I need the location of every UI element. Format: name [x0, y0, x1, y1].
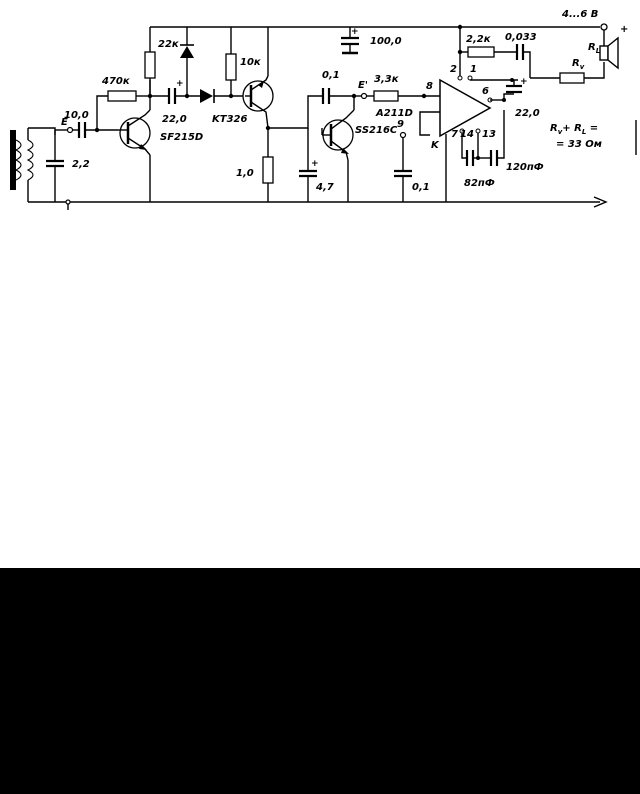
cap-fb-label: 0,033: [505, 32, 537, 43]
ic-pin9: 9: [397, 119, 404, 130]
res-10k-label: 10к: [240, 57, 261, 68]
speaker-label: RL: [588, 42, 600, 55]
cap-out-label: 22,0: [515, 108, 540, 119]
res-1-label: 1,0: [236, 168, 254, 179]
cap-120pf-label: 120пФ: [506, 162, 544, 173]
res-rv-label: Rv: [572, 58, 585, 71]
speaker-icon: [599, 36, 619, 70]
input-e-label: E: [61, 117, 68, 128]
res-22k-label: 22к: [158, 39, 179, 50]
svg-text:+: +: [176, 79, 184, 89]
cap-mid-label: 0,1: [322, 70, 340, 81]
cap-tank-label: 2,2: [72, 159, 90, 170]
transistor-sf215d: [118, 109, 151, 156]
cap-supply-label: 100,0: [370, 36, 402, 47]
ic-a211d: [439, 78, 492, 138]
cap-pin9-label: 0,1: [412, 182, 430, 193]
ic-pin8: 8: [426, 81, 433, 92]
ic-pin2: 2: [450, 64, 457, 75]
transistor-q1-label: SF215D: [160, 132, 203, 143]
svg-text:+: +: [351, 27, 359, 37]
transistor-q3-label: SS216C: [355, 125, 398, 136]
transistor-kt326: [242, 75, 274, 129]
res-3k3-label: 3,3к: [374, 74, 399, 85]
cap-in-label: 10,0: [64, 110, 89, 121]
res-fb-label: 2,2к: [466, 34, 491, 45]
svg-text:+: +: [311, 159, 319, 169]
ic-pin13: 13: [482, 129, 496, 140]
circuit-schematic: 4...6 В + 2,2 E 10,0 470к SF215D: [10, 9, 637, 210]
svg-text:+: +: [520, 77, 528, 87]
ic-pin6: 6: [482, 86, 489, 97]
ic-k-label: K: [431, 140, 440, 151]
transistor-ss216c: [322, 109, 355, 161]
supply-plus: +: [620, 24, 628, 35]
res-470k-label: 470к: [101, 76, 130, 87]
cap-couple-label: 22,0: [162, 114, 187, 125]
formula-line2: = 33 Ом: [556, 139, 602, 150]
input-e2-label: E': [358, 80, 368, 91]
ic-name-label: A211D: [375, 108, 413, 119]
transistor-q2-label: KT326: [212, 114, 247, 125]
black-background-band: [0, 568, 640, 794]
ic-pin7: 7: [451, 129, 458, 140]
formula-line1: Rv+ RL =: [550, 123, 598, 136]
cap-82pf-label: 82пФ: [464, 178, 495, 189]
cap-emit-label: 4,7: [315, 182, 334, 193]
ic-pin1: 1: [470, 64, 477, 75]
ic-pin14: 14: [460, 129, 474, 140]
supply-voltage-label: 4...6 В: [561, 9, 598, 20]
